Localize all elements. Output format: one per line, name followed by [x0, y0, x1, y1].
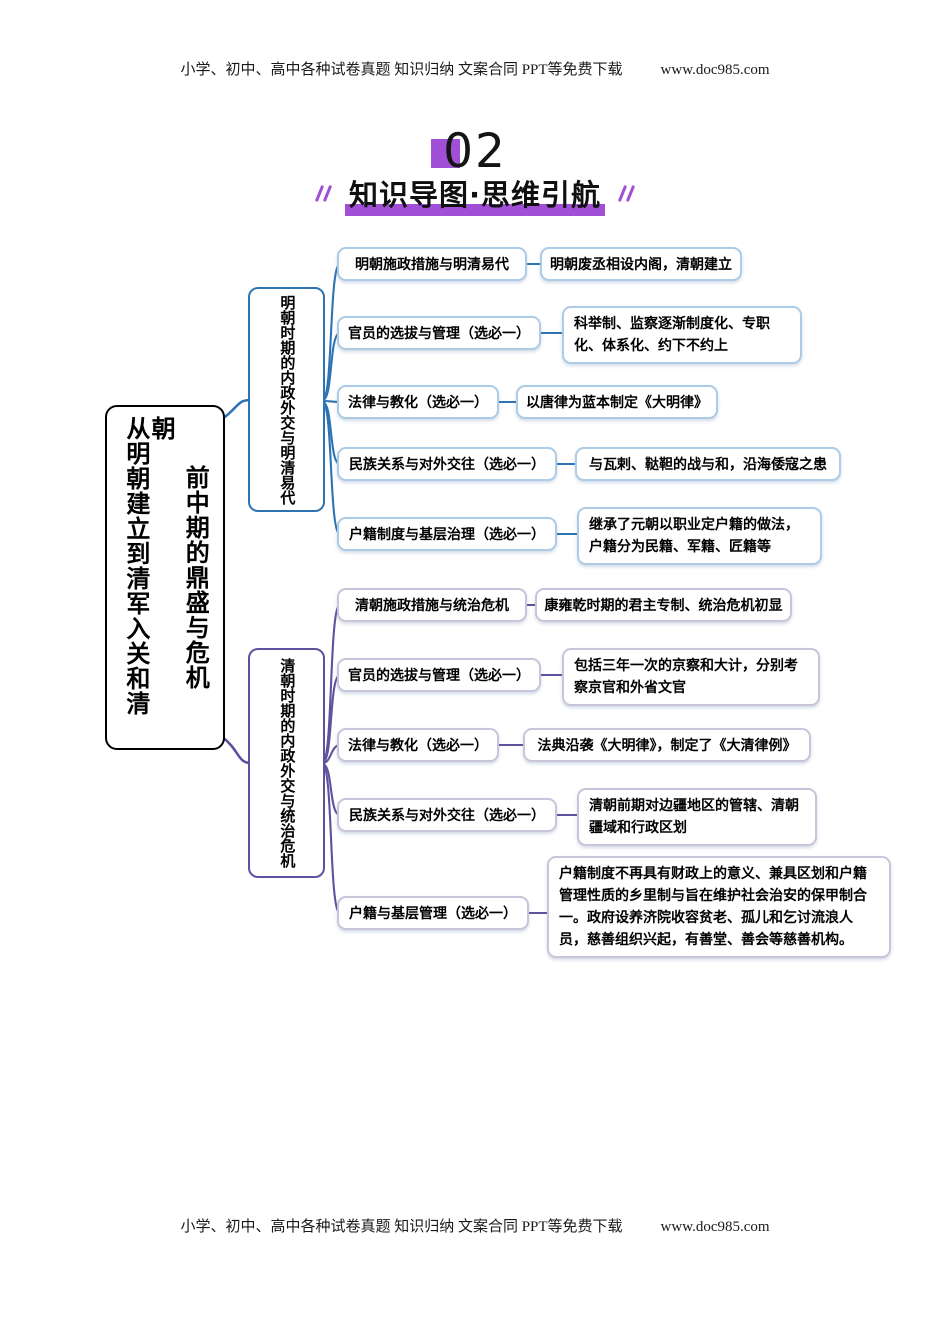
- branch-qing-label: 清朝时期的内政外交与统治危机: [278, 658, 297, 868]
- detail-ming-admin: 明朝废丞相设内阁，清朝建立: [540, 247, 742, 281]
- detail-qing-household: 户籍制度不再具有财政上的意义、兼具区划和户籍管理性质的乡里制与旨在维护社会治安的…: [547, 856, 891, 958]
- topic-ming-law: 法律与教化（选必一）: [337, 385, 499, 419]
- branch-node-ming: 明朝时期的内政外交与明清易代: [248, 287, 325, 512]
- ming-root-link: [220, 398, 252, 422]
- detail-ming-officials: 科举制、监察逐渐制度化、专职化、体系化、约下不约上: [562, 306, 802, 364]
- qing-root-link: [220, 734, 252, 765]
- section-title-row: 知识导图·思维引航: [0, 172, 950, 216]
- detail-ming-law: 以唐律为蓝本制定《大明律》: [516, 385, 718, 419]
- topic-qing-officials: 官员的选拔与管理（选必一）: [337, 658, 541, 692]
- detail-ming-ethnic-foreign: 与瓦剌、鞑靼的战与和，沿海倭寇之患: [575, 447, 841, 481]
- branch-node-qing: 清朝时期的内政外交与统治危机: [248, 648, 325, 878]
- page-header: 小学、初中、高中各种试卷真题 知识归纳 文案合同 PPT等免费下载 www.doc…: [0, 58, 950, 79]
- footer-url: www.doc985.com: [660, 1219, 770, 1235]
- section-number: 02: [443, 124, 507, 179]
- topic-qing-admin: 清朝施政措施与统治危机: [337, 588, 527, 622]
- header-text: 小学、初中、高中各种试卷真题 知识归纳 文案合同 PPT等免费下载: [180, 62, 623, 78]
- topic-ming-ethnic-foreign: 民族关系与对外交往（选必一）: [337, 447, 557, 481]
- topic-qing-law: 法律与教化（选必一）: [337, 728, 499, 762]
- mindmap-root-node: 从明朝建立到清军入关和清朝 前中期的鼎盛与危机: [105, 405, 225, 750]
- detail-qing-admin: 康雍乾时期的君主专制、统治危机初显: [535, 588, 792, 622]
- section-title-highlight-bar: [344, 204, 606, 216]
- detail-qing-ethnic-foreign: 清朝前期对边疆地区的管辖、清朝疆域和行政区划: [577, 788, 817, 846]
- root-title-part2: 前中期的鼎盛与危机: [181, 465, 210, 690]
- detail-qing-officials: 包括三年一次的京察和大计，分别考察京官和外省文官: [562, 648, 820, 706]
- topic-ming-officials: 官员的选拔与管理（选必一）: [337, 316, 541, 350]
- branch-ming-label: 明朝时期的内政外交与明清易代: [278, 294, 297, 505]
- detail-ming-household: 继承了元朝以职业定户籍的做法，户籍分为民籍、军籍、匠籍等: [577, 507, 822, 565]
- page-footer: 小学、初中、高中各种试卷真题 知识归纳 文案合同 PPT等免费下载 www.doc…: [0, 1215, 950, 1236]
- header-url: www.doc985.com: [660, 62, 770, 78]
- section-number-accent-square: [431, 139, 461, 168]
- section-number-block: 02: [0, 124, 950, 179]
- detail-qing-law: 法典沿袭《大明律》，制定了《大清律例》: [523, 728, 811, 762]
- footer-text: 小学、初中、高中各种试卷真题 知识归纳 文案合同 PPT等免费下载: [180, 1219, 623, 1235]
- topic-qing-household: 户籍与基层管理（选必一）: [337, 896, 529, 930]
- topic-qing-ethnic-foreign: 民族关系与对外交往（选必一）: [337, 798, 557, 832]
- topic-ming-admin: 明朝施政措施与明清易代: [337, 247, 527, 281]
- section-title: 知识导图·思维引航: [348, 178, 602, 212]
- topic-ming-household: 户籍制度与基层治理（选必一）: [337, 517, 557, 551]
- root-title-part1: 从明朝建立到清军入关和清朝: [121, 416, 176, 716]
